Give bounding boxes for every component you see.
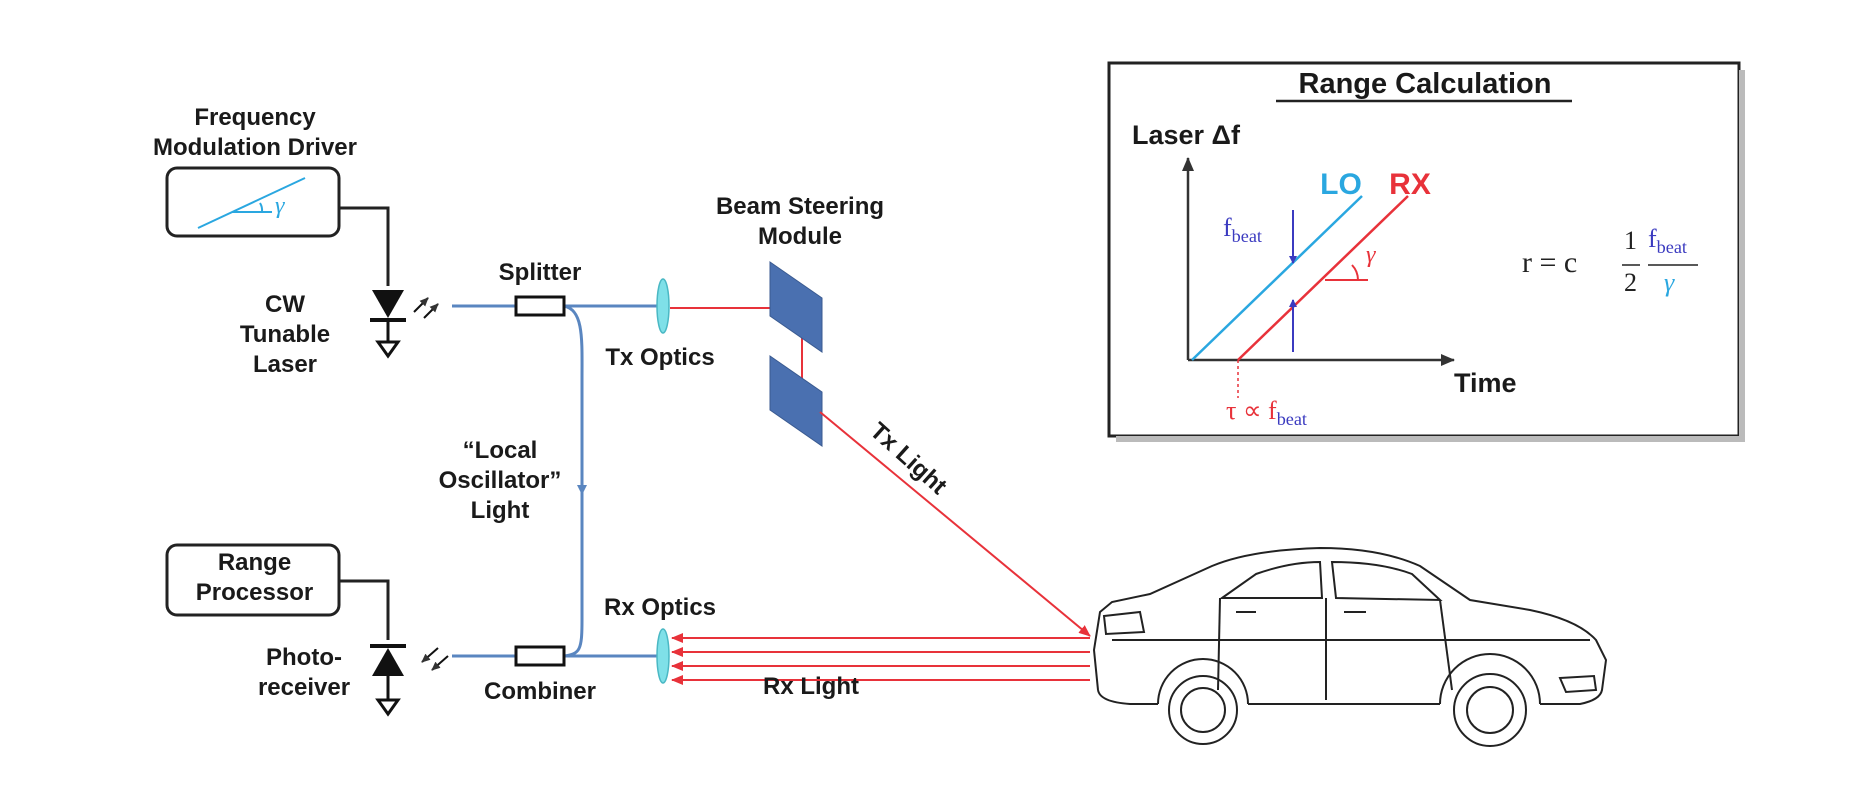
splitter-label: Splitter xyxy=(498,259,582,286)
range-processor-box xyxy=(165,543,341,617)
range-calc-inset xyxy=(1107,61,1741,438)
eq-half-num: 1 xyxy=(1624,226,1637,255)
fm-gamma-label: γ xyxy=(275,193,285,219)
tau-prefix: τ ∝ f xyxy=(1226,396,1277,425)
beam-steering-mirror-lower xyxy=(769,355,823,447)
cw-laser-label: CW Tunable Laser xyxy=(239,291,331,378)
tau-sub: beat xyxy=(1276,409,1307,429)
fm-angle-arc xyxy=(259,202,264,213)
lo-series-label: LO xyxy=(1320,168,1362,201)
fiber-local-oscillator xyxy=(563,304,584,658)
tx-lens-icon xyxy=(656,278,670,334)
inset-y-axis-label: Laser Δf xyxy=(1132,120,1240,150)
photoreceiver-label: Photo- receiver xyxy=(257,644,351,701)
local-oscillator-label: “Local Oscillator” Light xyxy=(438,437,562,524)
laser-diode-icon xyxy=(370,290,439,359)
rx-light-label: Rx Light xyxy=(763,673,859,700)
eq-num-f: f xyxy=(1648,224,1657,253)
fm-ramp-line xyxy=(197,177,306,229)
eq-denominator: γ xyxy=(1664,268,1675,297)
splitter-box xyxy=(514,295,566,317)
beam-steering-mirror-upper xyxy=(769,261,823,353)
lo-chirp-line xyxy=(1191,195,1363,361)
beam-steering-label: Beam Steering Module xyxy=(715,193,885,250)
rx-lens-icon xyxy=(656,628,670,684)
fbeat-sub: beat xyxy=(1231,226,1262,246)
fm-driver-label: Frequency Modulation Driver xyxy=(152,104,357,161)
inset-shadow xyxy=(1739,70,1745,442)
fbeat-label: fbeat xyxy=(1223,213,1262,246)
inset-gamma-label: γ xyxy=(1366,242,1376,268)
inset-title: Range Calculation xyxy=(1298,68,1552,100)
combiner-box xyxy=(514,645,566,667)
tau-label: τ ∝ fbeat xyxy=(1226,396,1307,429)
photoreceiver-diode-icon xyxy=(339,579,449,717)
range-processor-label: Range Processor xyxy=(195,549,314,606)
inset-x-axis-label: Time xyxy=(1454,368,1517,398)
rx-chirp-line xyxy=(1237,195,1409,361)
inset-shadow-bottom xyxy=(1116,436,1745,442)
rx-optics-label: Rx Optics xyxy=(603,594,717,621)
eq-num-sub: beat xyxy=(1656,237,1687,257)
fbeat-f: f xyxy=(1223,213,1232,242)
combiner-label: Combiner xyxy=(483,678,596,705)
car-icon xyxy=(1092,546,1608,747)
eq-numerator: fbeat xyxy=(1648,224,1687,257)
gamma-angle-arc xyxy=(1351,264,1359,281)
tx-optics-label: Tx Optics xyxy=(605,344,715,371)
driver-wire xyxy=(339,206,390,286)
eq-half-den: 2 xyxy=(1624,268,1637,297)
tx-light-beam xyxy=(819,411,1091,637)
eq-left: r = c xyxy=(1522,246,1578,279)
rx-series-label: RX xyxy=(1389,168,1431,201)
